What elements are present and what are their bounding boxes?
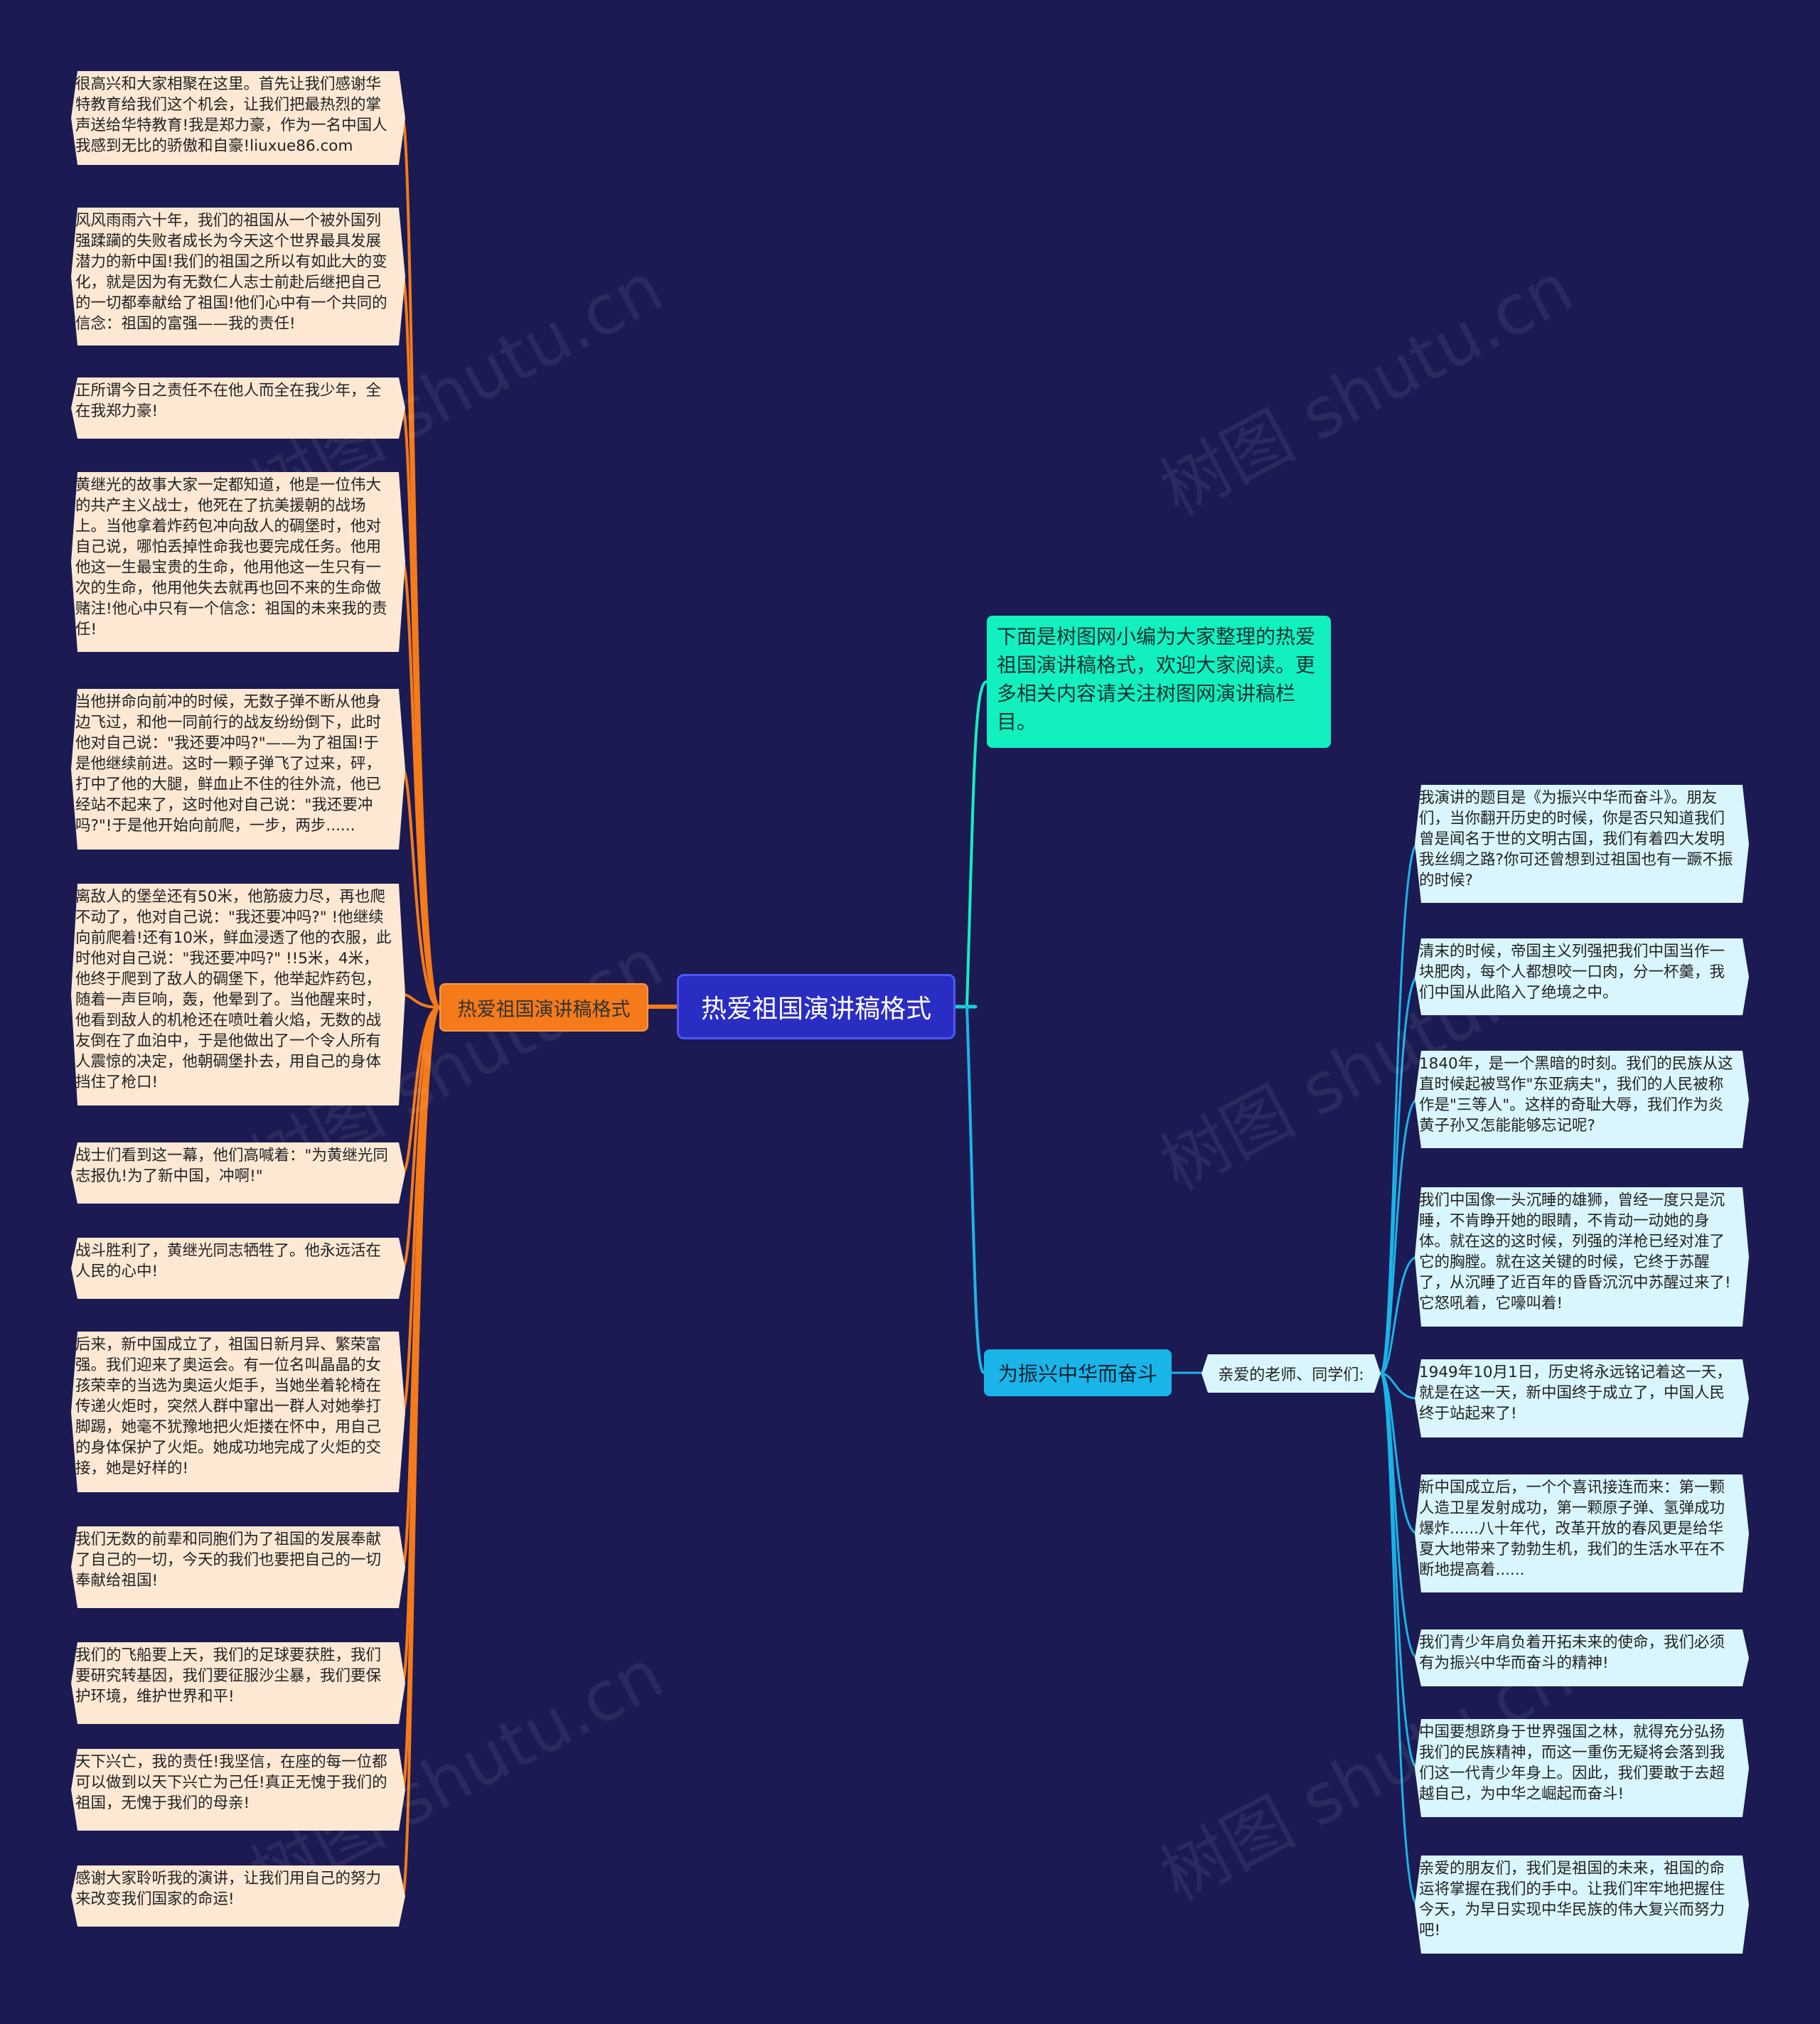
right-leaf-node[interactable]: 中国要想跻身于世界强国之林，就得充分弘扬我们的民族精神，而这一重伤无疑将会落到我… bbox=[1415, 1719, 1749, 1817]
right-leaf-node[interactable]: 亲爱的朋友们，我们是祖国的未来，祖国的命运将掌握在我们的手中。让我们牢牢地把握住… bbox=[1415, 1856, 1749, 1954]
right-leaf-node[interactable]: 清末的时候，帝国主义列强把我们中国当作一块肥肉，每个人都想咬一口肉，分一杯羹，我… bbox=[1415, 938, 1749, 1015]
right-leaf-connector bbox=[1379, 1098, 1419, 1375]
right-leaf-node[interactable]: 我们青少年肩负着开拓未来的使命，我们必须有为振兴中华而奋斗的精神! bbox=[1415, 1629, 1749, 1686]
right-leaf-node[interactable]: 我们中国像一头沉睡的雄狮，曾经一度只是沉睡，不肯睁开她的眼睛，不肯动一动她的身体… bbox=[1415, 1187, 1749, 1327]
left-leaf-connector bbox=[401, 1006, 441, 1174]
right-leaf-connector bbox=[1379, 1372, 1419, 1906]
left-leaf-connector bbox=[401, 768, 441, 1009]
left-leaf-connector bbox=[401, 1006, 441, 1897]
root-intro-connector bbox=[965, 680, 988, 1008]
left-leaf-connector bbox=[401, 993, 441, 1009]
left-leaf-connector bbox=[401, 560, 441, 1009]
right-leaf-connector bbox=[1379, 1255, 1419, 1375]
left-leaf-node[interactable]: 战士们看到这一幕，他们高喊着："为黄继光同志报仇!为了新中国，冲啊!" bbox=[71, 1142, 405, 1204]
left-leaf-connector bbox=[401, 407, 441, 1009]
left-leaf-node[interactable]: 黄继光的故事大家一定都知道，他是一位伟大的共产主义战士，他死在了抗美援朝的战场上… bbox=[71, 472, 405, 652]
left-leaf-node[interactable]: 战斗胜利了，黄继光同志牺牲了。他永远活在人民的心中! bbox=[71, 1238, 405, 1299]
left-leaf-node[interactable]: 当他拼命向前冲的时候，无数子弹不断从他身边飞过，和他一同前行的战友纷纷倒下，此时… bbox=[71, 689, 405, 850]
left-leaf-node[interactable]: 很高兴和大家相聚在这里。首先让我们感谢华特教育给我们这个机会，让我们把最热烈的掌… bbox=[71, 71, 405, 165]
left-leaf-node[interactable]: 我们的飞船要上天，我们的足球要获胜，我们要研究转基因，我们要征服沙尘暴，我们要保… bbox=[71, 1642, 405, 1724]
right-leaf-node[interactable]: 1949年10月1日，历史将永远铭记着这一天，就是在这一天，新中国终于成立了，中… bbox=[1415, 1359, 1749, 1437]
right-leaf-connector bbox=[1379, 1372, 1419, 1400]
right-branch-node[interactable]: 为振兴中华而奋斗 bbox=[984, 1349, 1172, 1396]
greeting-node[interactable]: 亲爱的老师、同学们: bbox=[1201, 1354, 1381, 1393]
left-leaf-node[interactable]: 我们无数的前辈和同胞们为了祖国的发展奉献了自己的一切，今天的我们也要把自己的一切… bbox=[71, 1526, 405, 1608]
intro-branch-node[interactable]: 下面是树图网小编为大家整理的热爱祖国演讲稿格式，欢迎大家阅读。更多相关内容请关注… bbox=[987, 616, 1331, 748]
right-leaf-node[interactable]: 1840年，是一个黑暗的时刻。我们的民族从这直时候起被骂作"东亚病夫"，我们的人… bbox=[1415, 1051, 1749, 1148]
left-leaf-connector bbox=[401, 1006, 441, 1270]
left-leaf-node[interactable]: 离敌人的堡垒还有50米，他筋疲力尽，再也爬不动了，他对自己说："我还要冲吗?" … bbox=[71, 884, 405, 1105]
left-leaf-node[interactable]: 正所谓今日之责任不在他人而全在我少年，全在我郑力豪! bbox=[71, 378, 405, 439]
right-leaf-node[interactable]: 新中国成立后，一个个喜讯接连而来：第一颗人造卫星发射成功，第一颗原子弹、氢弹成功… bbox=[1415, 1474, 1749, 1592]
right-leaf-node[interactable]: 我演讲的题目是《为振兴中华而奋斗》。朋友们，当你翻开历史的时候，你是否只知道我们… bbox=[1415, 785, 1749, 903]
left-leaf-node[interactable]: 感谢大家聆听我的演讲，让我们用自己的努力来改变我们国家的命运! bbox=[71, 1865, 405, 1927]
left-branch-node[interactable]: 热爱祖国演讲稿格式 bbox=[439, 983, 648, 1032]
left-leaf-node[interactable]: 风风雨雨六十年，我们的祖国从一个被外国列强蹂躏的失败者成长为今天这个世界最具发展… bbox=[71, 208, 405, 346]
left-leaf-node[interactable]: 天下兴亡，我的责任!我坚信，在座的每一位都可以做到以天下兴亡为己任!真正无愧于我… bbox=[71, 1749, 405, 1831]
root-node[interactable]: 热爱祖国演讲稿格式 bbox=[677, 974, 956, 1039]
root-rightbranch-connector bbox=[965, 1005, 985, 1374]
left-leaf-node[interactable]: 后来，新中国成立了，祖国日新月异、繁荣富强。我们迎来了奥运会。有一位名叫晶晶的女… bbox=[71, 1332, 405, 1492]
